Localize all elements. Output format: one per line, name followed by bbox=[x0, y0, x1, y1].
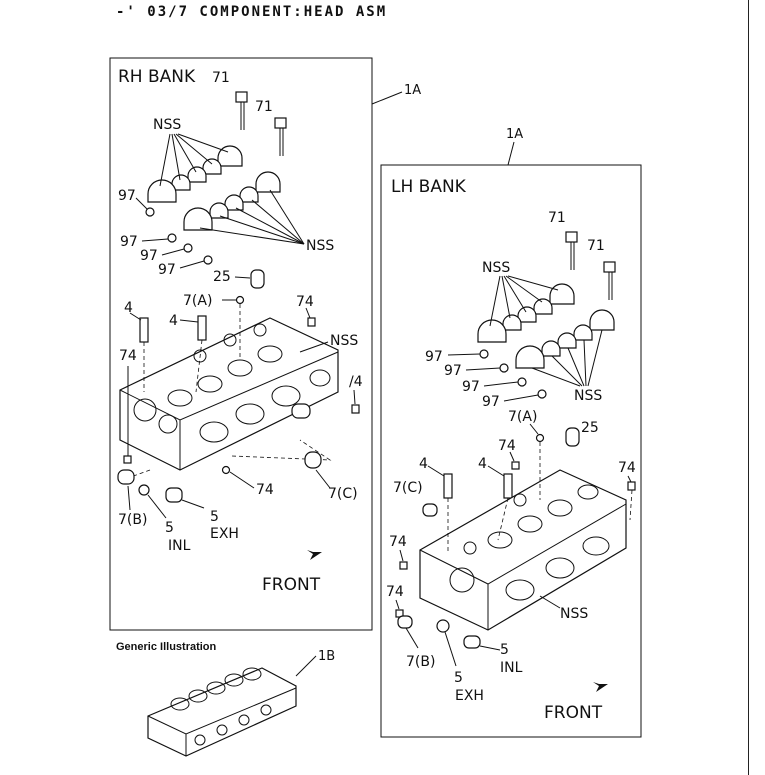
lh-label-97-4: 97 bbox=[482, 394, 500, 410]
lh-label-nss-head: NSS bbox=[560, 606, 588, 622]
rh-bank-panel: RH BANK 71 71 NSS bbox=[109, 57, 373, 631]
lh-label-97-1: 97 bbox=[425, 349, 443, 365]
lh-label-74b: 74 bbox=[618, 460, 636, 476]
rh-label-7c: 7(C) bbox=[328, 486, 358, 502]
rh-bearing-caps-lower bbox=[183, 171, 281, 231]
lh-label-74a: 74 bbox=[498, 438, 516, 454]
lh-bank-panel: LH BANK 71 71 NSS bbox=[380, 164, 642, 738]
rh-stud-a bbox=[139, 317, 149, 343]
lh-seal-inl bbox=[463, 635, 481, 649]
rh-label-74b: 74 bbox=[119, 348, 137, 364]
lh-label-exh-text: EXH bbox=[455, 688, 484, 704]
lh-label-inl-text: INL bbox=[500, 660, 523, 676]
rh-dowel-25 bbox=[250, 269, 265, 289]
callout-lh-1a: 1A bbox=[506, 127, 523, 142]
rh-rings bbox=[135, 197, 213, 269]
sheet-border bbox=[748, 0, 749, 775]
rh-bank-frame bbox=[109, 57, 373, 631]
generic-title: Generic Illustration bbox=[116, 641, 217, 653]
rh-label-74a: 74 bbox=[296, 294, 314, 310]
lh-plug-7b bbox=[397, 615, 413, 629]
rh-label-front: FRONT bbox=[262, 575, 321, 595]
rh-label-25: 25 bbox=[213, 269, 231, 285]
lh-label-4a: 4 bbox=[419, 456, 428, 472]
lh-alignment-lines bbox=[447, 442, 633, 552]
rh-plug-7c bbox=[304, 451, 322, 469]
rh-label-7b: 7(B) bbox=[118, 512, 147, 528]
rh-nss-leaders2 bbox=[199, 189, 305, 245]
lh-label-74d: 74 bbox=[386, 584, 404, 600]
lh-bearing-caps-lower bbox=[515, 309, 615, 369]
rh-label-exh-text: EXH bbox=[210, 526, 239, 542]
lh-front-arrow-icon bbox=[593, 682, 608, 692]
rh-label-4a: 4 bbox=[124, 300, 133, 316]
callout-rh-1a: 1A bbox=[404, 83, 421, 98]
rh-label-nss-head: NSS bbox=[330, 333, 358, 349]
rh-nss-leaders bbox=[159, 133, 229, 187]
page-header: -' 03/7 COMPONENT:HEAD ASM bbox=[116, 4, 388, 20]
lh-nss-leaders bbox=[489, 275, 559, 327]
rh-seal-exh bbox=[165, 487, 183, 503]
rh-alignment-lines bbox=[127, 304, 332, 479]
rh-label-74c: 74 bbox=[256, 482, 274, 498]
lh-stud-a bbox=[443, 473, 453, 499]
lh-label-97-2: 97 bbox=[444, 363, 462, 379]
rh-bolts bbox=[235, 91, 287, 156]
rh-stud-b bbox=[197, 315, 207, 341]
lh-label-inl-num: 5 bbox=[500, 642, 509, 658]
rh-seal-inl bbox=[138, 484, 150, 496]
lh-nss-leaders2 bbox=[531, 329, 603, 387]
rh-label-exh-num: 5 bbox=[210, 509, 219, 525]
rh-label-97-1: 97 bbox=[118, 188, 136, 204]
lh-label-exh-num: 5 bbox=[454, 670, 463, 686]
rh-cylinder-head bbox=[119, 317, 339, 471]
lh-label-7c: 7(C) bbox=[393, 480, 423, 496]
lh-dowel-25 bbox=[565, 427, 580, 447]
lh-stud-b bbox=[503, 473, 513, 499]
lh-bank-frame bbox=[380, 164, 642, 738]
generic-head-thumbnail bbox=[147, 667, 297, 757]
lh-label-71b: 71 bbox=[587, 238, 605, 254]
rh-label-inl-text: INL bbox=[168, 538, 191, 554]
lh-seal-exh bbox=[436, 619, 450, 633]
rh-label-inl-num: 5 bbox=[165, 520, 174, 536]
rh-plug-7b bbox=[117, 469, 135, 485]
lh-cylinder-head bbox=[419, 469, 627, 631]
lh-label-nss-caps: NSS bbox=[482, 260, 510, 276]
rh-label-7a: 7(A) bbox=[183, 293, 212, 309]
lh-label-74c: 74 bbox=[389, 534, 407, 550]
lh-bolts bbox=[565, 231, 616, 300]
rh-label-71a: 71 bbox=[212, 70, 230, 86]
lh-rings bbox=[447, 349, 547, 402]
rh-label-nss-caps: NSS bbox=[153, 117, 181, 133]
lh-label-25: 25 bbox=[581, 420, 599, 436]
rh-label-nss-caps2: NSS bbox=[306, 238, 334, 254]
rh-label-71b: 71 bbox=[255, 99, 273, 115]
callout-generic-1b: 1B bbox=[318, 649, 335, 664]
rh-front-arrow-icon bbox=[307, 550, 322, 560]
lh-label-front: FRONT bbox=[544, 703, 603, 723]
lh-label-7a: 7(A) bbox=[508, 409, 537, 425]
lh-label-97-3: 97 bbox=[462, 379, 480, 395]
rh-label-97-2: 97 bbox=[120, 234, 138, 250]
lh-label-nss-caps2: NSS bbox=[574, 388, 602, 404]
rh-label-74d: /4 bbox=[349, 374, 363, 390]
lh-bank-title: LH BANK bbox=[391, 177, 467, 197]
lh-plug-7c bbox=[422, 503, 438, 517]
rh-bank-title: RH BANK bbox=[118, 67, 196, 87]
lh-label-4b: 4 bbox=[478, 456, 487, 472]
lh-label-7b: 7(B) bbox=[406, 654, 435, 670]
rh-label-97-4: 97 bbox=[158, 262, 176, 278]
lh-label-71a: 71 bbox=[548, 210, 566, 226]
rh-label-97-3: 97 bbox=[140, 248, 158, 264]
rh-label-4b: 4 bbox=[169, 313, 178, 329]
